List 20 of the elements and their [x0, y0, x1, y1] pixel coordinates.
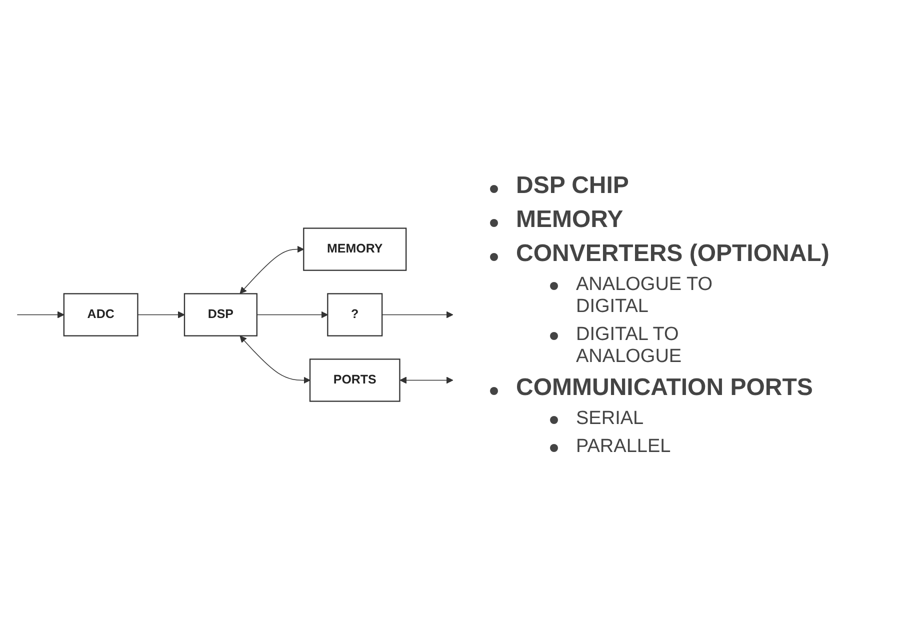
- list-item-text: MEMORY: [516, 206, 624, 234]
- arrow: [16, 311, 64, 318]
- node-box: ADC: [63, 292, 138, 336]
- list-item-text: DSP CHIP: [516, 172, 629, 200]
- node-box: DSP: [184, 292, 258, 336]
- node-box: MEMORY: [303, 227, 407, 271]
- list-item-text: SERIAL: [576, 408, 644, 430]
- list-item-text: DIGITAL TO ANALOGUE: [576, 324, 683, 368]
- list-item-text: PARALLEL: [576, 436, 671, 458]
- node-box: PORTS: [309, 358, 400, 402]
- arrow: [240, 335, 310, 384]
- arrow: [256, 311, 328, 318]
- list-item-text: CONVERTERS (OPTIONAL): [516, 240, 830, 268]
- list-item-text: COMMUNICATION PORTS: [516, 374, 813, 402]
- node-box: ?: [327, 292, 383, 336]
- list-item-text: ANALOGUE TO DIGITAL: [576, 274, 714, 318]
- arrow: [400, 376, 454, 384]
- arrow: [137, 311, 185, 318]
- arrow: [240, 246, 304, 294]
- arrow: [382, 311, 454, 318]
